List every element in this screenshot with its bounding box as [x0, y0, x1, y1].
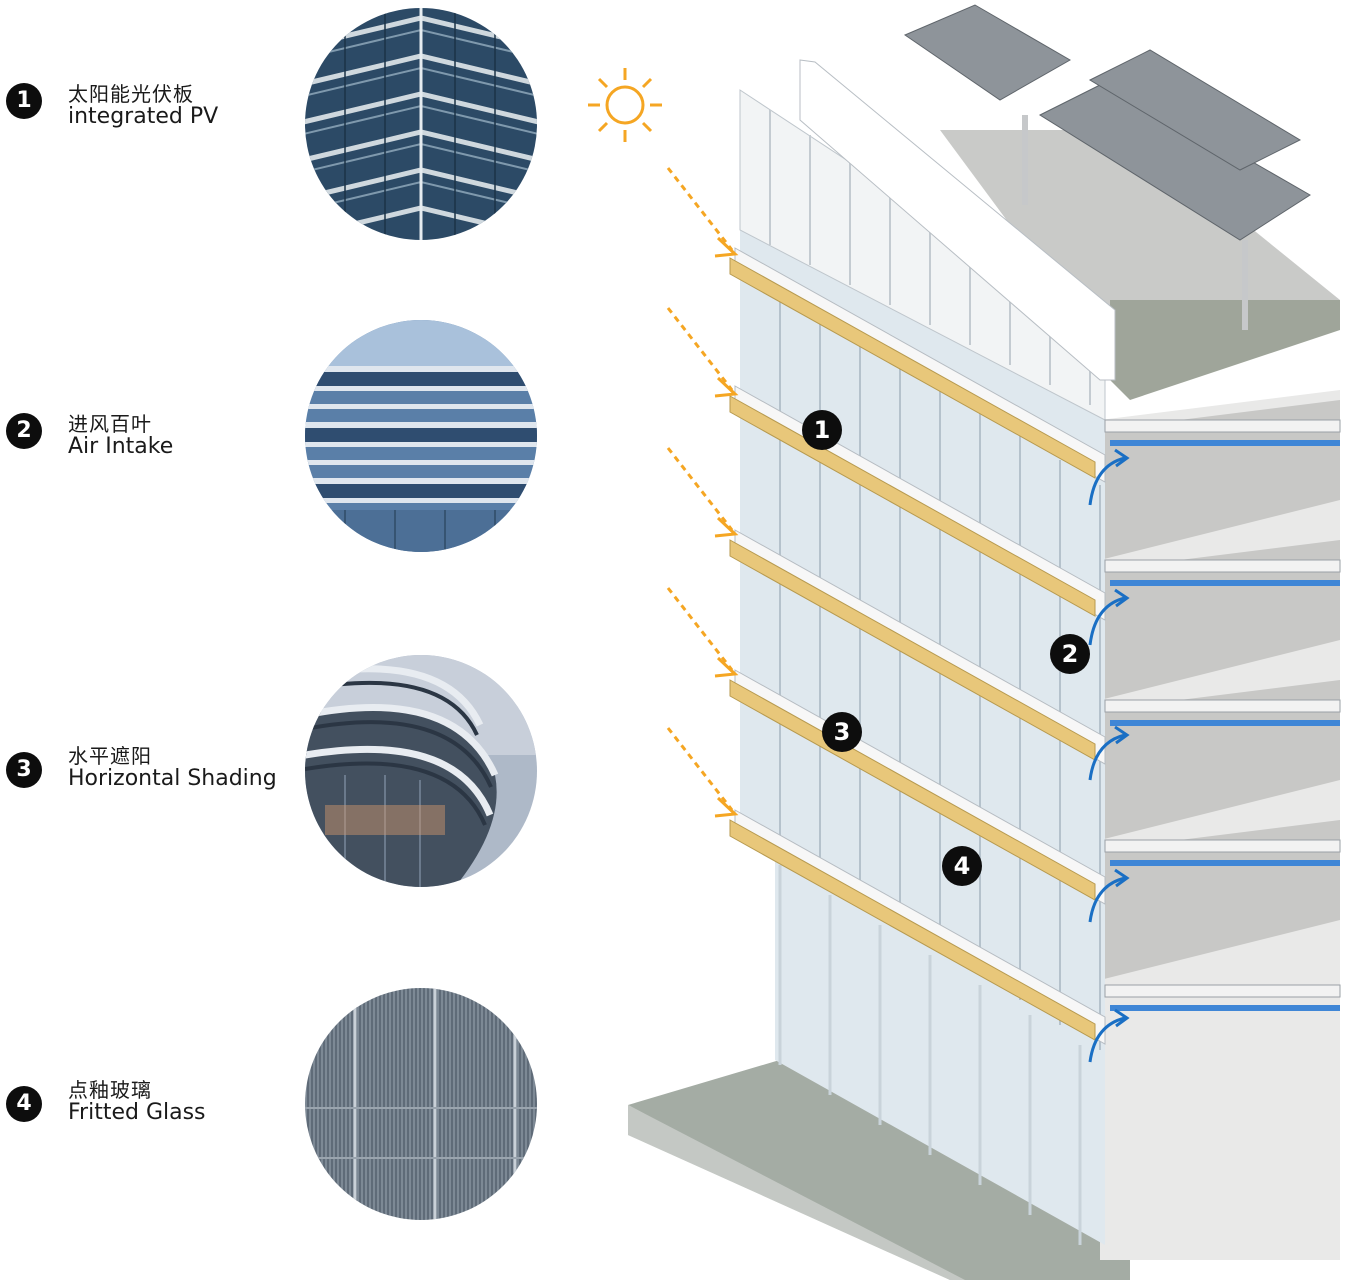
photo-fritted-glass: [305, 988, 537, 1220]
legend-number-badge: 4: [6, 1086, 42, 1122]
legend-number-badge: 1: [6, 83, 42, 119]
facade-axonometric-diagram: 1 2 3 4: [570, 0, 1350, 1280]
legend-label-cn: 进风百叶: [68, 412, 152, 436]
legend-item-horizontal-shading: 3 水平遮阳 Horizontal Shading: [0, 740, 300, 820]
photo-air-intake: [305, 320, 537, 552]
legend-label-en: Fritted Glass: [68, 1100, 206, 1125]
photo-horizontal-shading: [305, 655, 537, 887]
callout-4: 4: [942, 846, 982, 886]
photo-integrated-pv: [305, 8, 537, 240]
legend-item-pv: 1 太阳能光伏板 integrated PV: [0, 78, 300, 158]
legend-item-air-intake: 2 进风百叶 Air Intake: [0, 408, 300, 488]
callout-1: 1: [802, 410, 842, 450]
legend-number-badge: 3: [6, 752, 42, 788]
legend-label-en: integrated PV: [68, 104, 219, 129]
legend-label-en: Horizontal Shading: [68, 766, 277, 791]
legend-number-badge: 2: [6, 413, 42, 449]
callout-2: 2: [1050, 634, 1090, 674]
curved-arrow-icon: [1088, 456, 1126, 1063]
dashed-arrow-icon: [666, 167, 734, 811]
callout-3: 3: [822, 712, 862, 752]
sun-icon: [588, 68, 662, 142]
legend-label-cn: 点釉玻璃: [68, 1078, 152, 1102]
legend-label-cn: 水平遮阳: [68, 744, 152, 768]
legend-label-cn: 太阳能光伏板: [68, 82, 194, 106]
legend-item-fritted-glass: 4 点釉玻璃 Fritted Glass: [0, 1074, 300, 1154]
legend-label-en: Air Intake: [68, 434, 174, 459]
